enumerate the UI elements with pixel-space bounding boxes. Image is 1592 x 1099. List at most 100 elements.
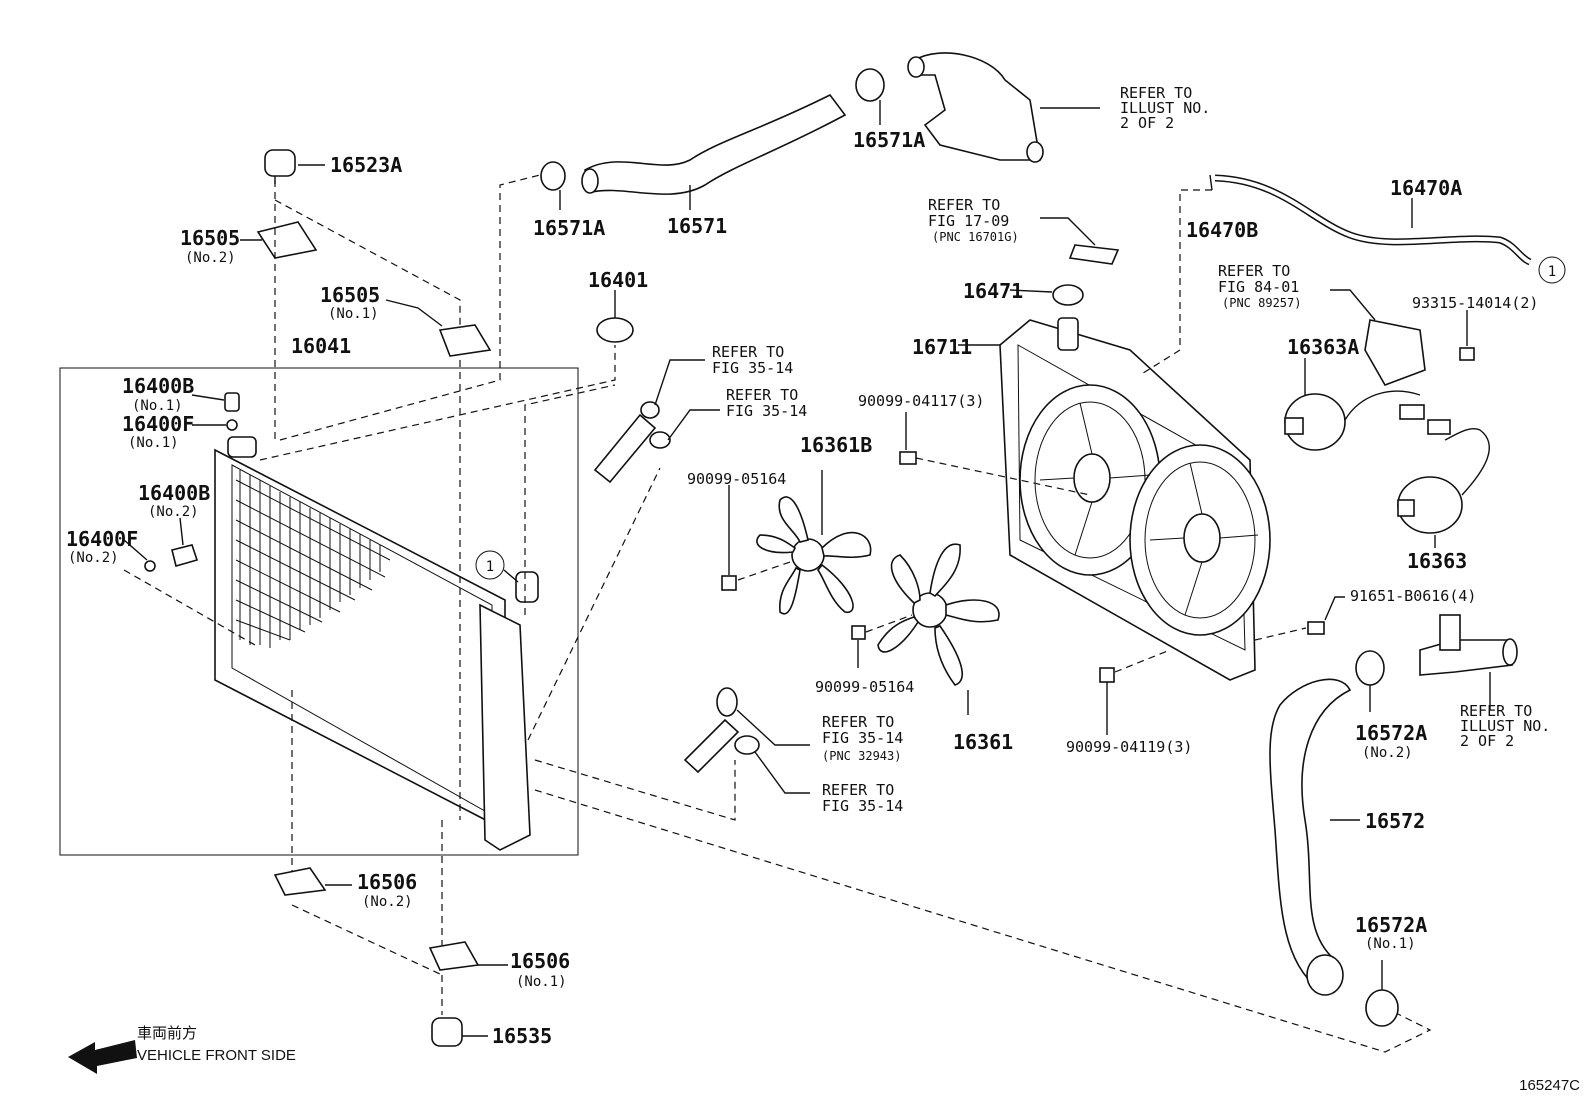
label-93315-14014: 93315-14014(2) (1412, 294, 1538, 312)
vehicle-front-jp: 車両前方 (137, 1025, 197, 1042)
ref-illust-bottom: REFER TO ILLUST NO. 2 OF 2 (1460, 702, 1559, 750)
radiator-cap-16401 (596, 290, 634, 343)
label-16506-no1: 16506 (510, 949, 570, 973)
radiator-hose-16571 (581, 93, 847, 210)
label-16506-no2: 16506 (357, 870, 417, 894)
vehicle-front-en: VEHICLE FRONT SIDE (137, 1047, 296, 1064)
label-16401: 16401 (588, 268, 648, 292)
ref-illust-top: REFER TO ILLUST NO. 2 OF 2 (1120, 84, 1219, 132)
ref-fig-35-14-b: REFER TO FIG 35-14 (726, 386, 807, 420)
oil-cooler-hose-lower (683, 687, 810, 794)
note-16505-no2: (No.2) (185, 250, 236, 266)
label-16471: 16471 (963, 279, 1023, 303)
marker-1-text: 1 (486, 559, 494, 575)
part-labels: 16523A 16505 (No.2) 16505 (No.1) 16041 1… (66, 128, 1538, 1048)
assembly-guide-lines-left (123, 174, 1432, 1053)
bolt-90099-04119 (1099, 649, 1171, 735)
cooling-fan-16361 (877, 543, 1000, 715)
label-16400F-no1: 16400F (122, 412, 194, 436)
hose-clamp-16572A-no2 (1355, 650, 1385, 712)
radiator-hose-16572 (1269, 678, 1360, 996)
clip-16470B (1139, 174, 1213, 376)
water-outlet-pipe (907, 52, 1100, 163)
note-16505-no1: (No.1) (328, 306, 379, 322)
bolt-91651-B0616 (1254, 596, 1345, 641)
hose-clamp-16571A-top (855, 68, 885, 125)
reference-notes: REFER TO ILLUST NO. 2 OF 2 REFER TO FIG … (712, 84, 1559, 815)
drain-cock-16400B-no2 (171, 517, 199, 567)
radiator-bracket-16506-no1 (428, 941, 508, 971)
ref-fig-35-14-c: REFER TO FIG 35-14 (PNC 32943) (822, 713, 912, 763)
note-16572A-no2: (No.2) (1362, 745, 1413, 761)
label-16400B-no2: 16400B (138, 481, 210, 505)
label-90099-05164-a: 90099-05164 (687, 470, 786, 488)
radiator-support-cushion-16523A (264, 149, 325, 184)
label-16711: 16711 (912, 335, 972, 359)
bolt-90099-04117 (899, 412, 1091, 496)
radiator-assy-box (59, 367, 579, 856)
radiator-bracket-16505-no2 (240, 221, 318, 259)
label-16363A: 16363A (1287, 335, 1359, 359)
note-16400F-no2: (No.2) (68, 550, 119, 566)
oil-cooler-hose-upper (593, 359, 720, 484)
ref-fig-17-09: REFER TO FIG 17-09 (PNC 16701G) (928, 196, 1019, 244)
caution-plate-ref (1040, 217, 1120, 265)
ref-fig-35-14-a: REFER TO FIG 35-14 (712, 343, 793, 377)
note-16572A-no1: (No.1) (1365, 936, 1416, 952)
label-16470A: 16470A (1390, 176, 1462, 200)
label-16523A: 16523A (330, 153, 402, 177)
label-16571: 16571 (667, 214, 727, 238)
label-16572: 16572 (1365, 809, 1425, 833)
radiator-cushion-16535 (431, 1017, 488, 1047)
ref-fig-35-14-d: REFER TO FIG 35-14 (822, 781, 903, 815)
vehicle-front-arrow (68, 1040, 137, 1074)
fan-nut-90099-05164-a (721, 485, 791, 591)
reservoir-hose-16470A: 1 (1214, 174, 1566, 284)
hose-clamp-16571A-left (540, 161, 566, 210)
o-ring-16400F-no2 (123, 539, 156, 572)
label-16361B: 16361B (800, 433, 872, 457)
fan-nut-90099-05164-b (851, 614, 913, 668)
connection-marker-1-left: 1 (475, 550, 519, 583)
label-16041: 16041 (291, 334, 351, 358)
note-16506-no2: (No.2) (362, 894, 413, 910)
label-16361: 16361 (953, 730, 1013, 754)
label-16505-no2: 16505 (180, 226, 240, 250)
fan-motor-relay-ref (1330, 289, 1426, 386)
label-91651-B0616: 91651-B0616(4) (1350, 587, 1476, 605)
label-16400B-no1: 16400B (122, 374, 194, 398)
label-16470B: 16470B (1186, 218, 1258, 242)
marker-1-right-text: 1 (1548, 264, 1556, 280)
label-16571A-top: 16571A (853, 128, 925, 152)
note-16400F-no1: (No.1) (128, 435, 179, 451)
label-16535: 16535 (492, 1024, 552, 1048)
label-90099-04119: 90099-04119(3) (1066, 738, 1192, 756)
label-90099-04117: 90099-04117(3) (858, 392, 984, 410)
note-16400B-no2: (No.2) (148, 504, 199, 520)
hose-clamp-16572A-no1 (1365, 960, 1399, 1027)
label-16572A-no1: 16572A (1355, 913, 1427, 937)
radiator-bracket-16506-no2 (273, 867, 352, 896)
fan-motor-16363 (1397, 428, 1490, 548)
label-16505-no1: 16505 (320, 283, 380, 307)
radiator-bracket-16505-no1 (385, 299, 492, 357)
water-inlet-pipe (1419, 614, 1518, 710)
diagram-code: 165247C (1519, 1077, 1580, 1094)
cooling-fan-16361B (756, 470, 872, 615)
note-16506-no1: (No.1) (516, 974, 567, 990)
radiator-core-fins (235, 470, 391, 648)
fan-motor-16363A (1284, 358, 1451, 451)
radiator (214, 436, 539, 851)
fan-shroud-16711 (958, 317, 1271, 681)
screw-93315-14014 (1459, 310, 1475, 361)
label-16571A-left: 16571A (533, 216, 605, 240)
ref-fig-84-01: REFER TO FIG 84-01 (PNC 89257) (1218, 262, 1308, 310)
o-ring-16400F-no1 (192, 419, 238, 431)
note-16400B-no1: (No.1) (132, 398, 183, 414)
reservoir-cap-16471 (1009, 284, 1084, 306)
drain-plug-16400B-no1 (191, 392, 240, 412)
label-16400F-no2: 16400F (66, 527, 138, 551)
label-90099-05164-b: 90099-05164 (815, 678, 914, 696)
